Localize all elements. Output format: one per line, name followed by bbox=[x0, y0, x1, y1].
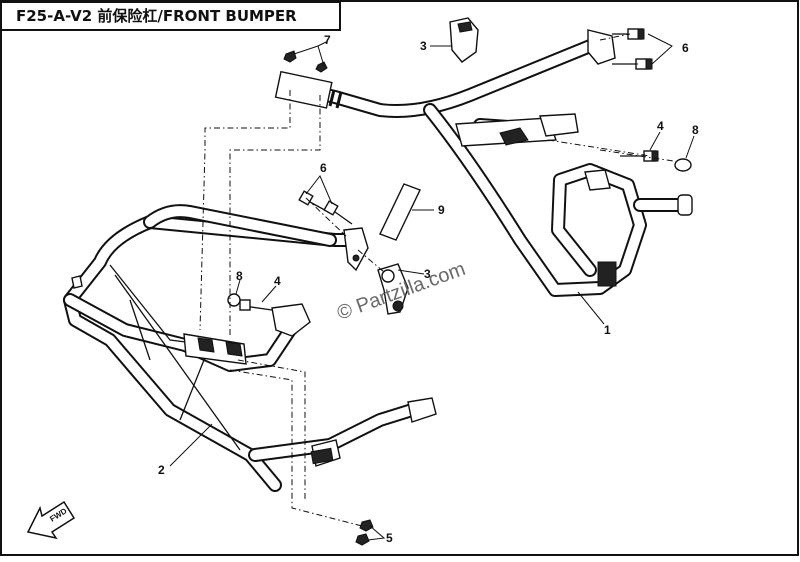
callout-4-right: 4 bbox=[657, 119, 664, 133]
callout-2: 2 bbox=[158, 463, 165, 477]
cap-8-right bbox=[674, 135, 695, 172]
bracket-3-upper bbox=[430, 17, 479, 63]
cap-8-left bbox=[227, 279, 241, 307]
upper-bumper-bar bbox=[274, 29, 616, 118]
callout-1: 1 bbox=[604, 323, 611, 337]
bolt-4-left bbox=[239, 285, 277, 311]
bolt-6-mid-b bbox=[323, 200, 353, 225]
bolt-4-right bbox=[620, 131, 661, 162]
callout-5: 5 bbox=[386, 531, 393, 545]
callout-4-left: 4 bbox=[274, 274, 281, 288]
leader-6-upper bbox=[647, 33, 673, 65]
callout-7: 7 bbox=[324, 33, 331, 47]
callout-9: 9 bbox=[438, 203, 445, 217]
callout-3-mid: 3 bbox=[424, 267, 431, 281]
nut-5 bbox=[355, 519, 386, 546]
reflector-9 bbox=[379, 183, 434, 241]
nut-7 bbox=[283, 41, 328, 73]
title-box: F25-A-V2 前保险杠/FRONT BUMPER bbox=[2, 1, 341, 31]
callout-8-right: 8 bbox=[692, 123, 699, 137]
bracket-3-mid bbox=[377, 263, 425, 315]
right-frame-part-1 bbox=[423, 103, 693, 325]
callout-6-upper: 6 bbox=[682, 41, 689, 55]
fwd-arrow-icon: FWD bbox=[26, 500, 76, 540]
leader-6-mid bbox=[305, 175, 333, 205]
callout-6-mid: 6 bbox=[320, 161, 327, 175]
callout-3-upper: 3 bbox=[420, 39, 427, 53]
diagram-title: F25-A-V2 前保险杠/FRONT BUMPER bbox=[16, 7, 297, 25]
alignment-lines bbox=[199, 33, 681, 527]
left-frame-part-2 bbox=[63, 204, 437, 492]
callout-8-left: 8 bbox=[236, 269, 243, 283]
